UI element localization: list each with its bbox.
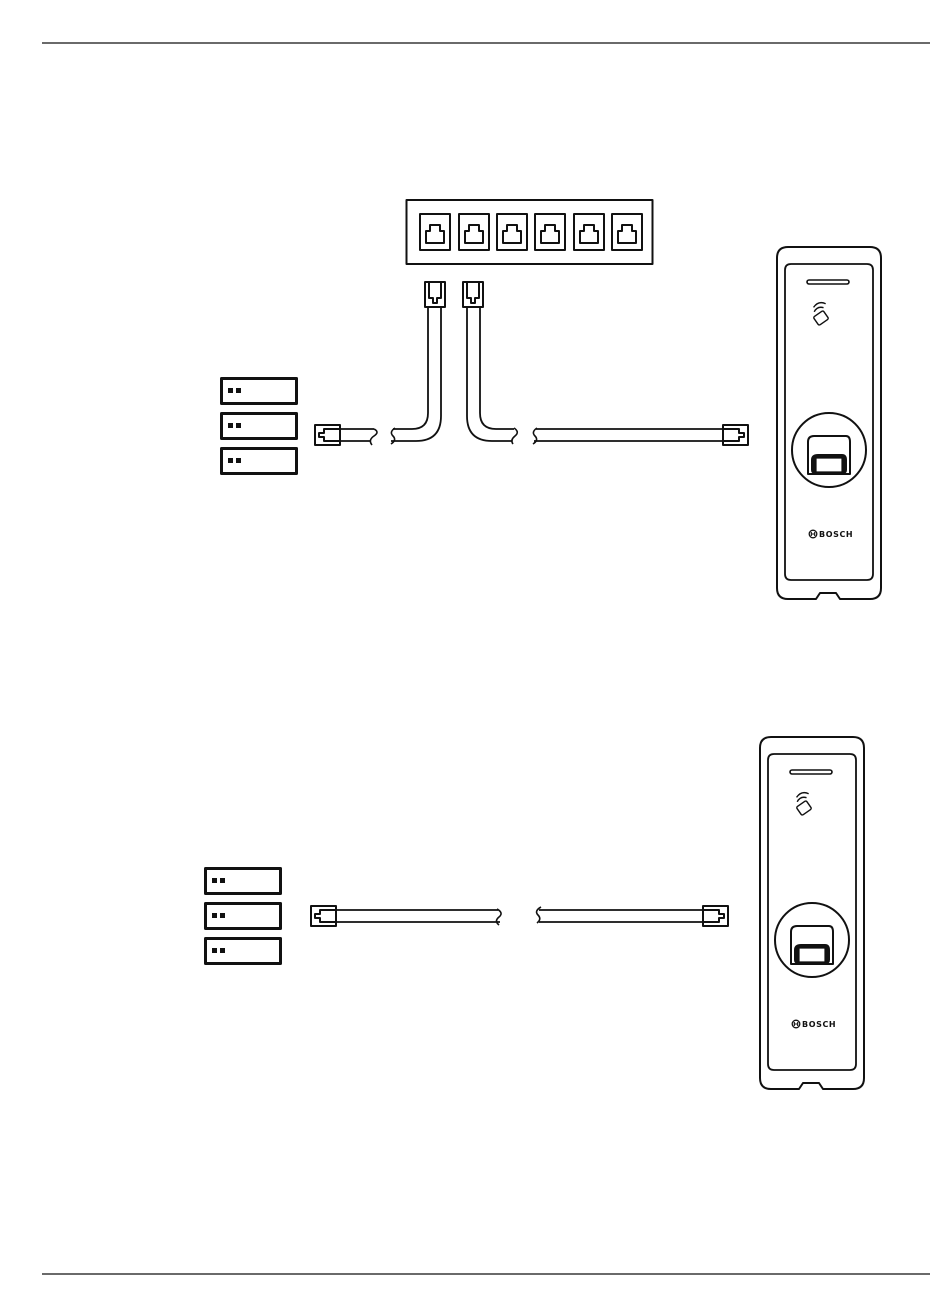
server-unit bbox=[222, 414, 297, 439]
rj45-port-icon bbox=[612, 214, 642, 250]
rj45-plug-icon bbox=[723, 425, 748, 445]
rj45-plug-icon bbox=[425, 282, 445, 307]
rj45-plug-icon bbox=[311, 906, 336, 926]
server-unit bbox=[206, 904, 281, 929]
rj45-plug-icon bbox=[703, 906, 728, 926]
cable-server-to-switch bbox=[315, 282, 445, 445]
network-switch bbox=[407, 200, 653, 264]
cable-server-to-reader bbox=[311, 906, 728, 926]
fingerprint-reader: BOSCH bbox=[760, 737, 864, 1089]
rj45-plug-icon bbox=[315, 425, 340, 445]
switch-connection-diagram: BOSCH bbox=[222, 200, 882, 599]
rj45-plug-icon bbox=[463, 282, 483, 307]
server-rack bbox=[222, 379, 297, 474]
rj45-port-icon bbox=[574, 214, 604, 250]
rj45-port-icon bbox=[420, 214, 450, 250]
server-rack bbox=[206, 869, 281, 964]
cable-break-icon bbox=[370, 429, 377, 445]
rj45-port-icon bbox=[497, 214, 527, 250]
rj45-port-icon bbox=[535, 214, 565, 250]
rj45-port-icon bbox=[459, 214, 489, 250]
server-unit bbox=[206, 939, 281, 964]
cable-switch-to-reader bbox=[463, 282, 748, 445]
reader-brand-label: BOSCH bbox=[802, 1020, 836, 1029]
reader-brand-label: BOSCH bbox=[819, 530, 853, 539]
direct-connection-diagram: BOSCH bbox=[206, 737, 865, 1089]
server-unit bbox=[222, 449, 297, 474]
server-unit bbox=[222, 379, 297, 404]
cable-break-icon bbox=[512, 428, 517, 444]
fingerprint-reader: BOSCH bbox=[777, 247, 881, 599]
server-unit bbox=[206, 869, 281, 894]
